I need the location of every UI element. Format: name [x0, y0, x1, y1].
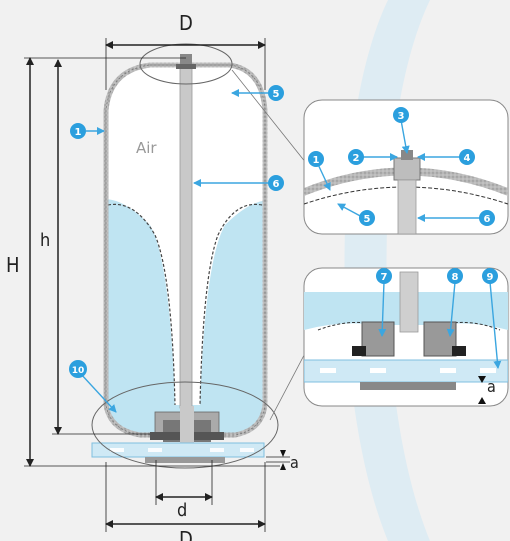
membrane-line — [107, 203, 263, 406]
callout-10-main: 10 — [69, 360, 87, 378]
svg-text:6: 6 — [273, 179, 280, 190]
callout-badges: 1 5 6 10 1 2 3 4 — [69, 85, 498, 378]
callout-1-detail: 1 — [308, 151, 324, 167]
svg-text:10: 10 — [72, 366, 85, 376]
central-rod — [179, 67, 193, 409]
gap-a-label: a — [290, 453, 299, 472]
gap-a-detail-label: a — [487, 377, 496, 396]
callout-2: 2 — [348, 149, 364, 165]
height-total-label: H — [6, 253, 20, 277]
air-label: Air — [136, 139, 157, 157]
svg-text:6: 6 — [484, 214, 491, 225]
diameter-top-label: D — [179, 11, 193, 35]
height-inner-label: h — [40, 230, 50, 251]
svg-text:9: 9 — [487, 272, 494, 283]
svg-text:1: 1 — [313, 155, 320, 166]
callout-5-detail: 5 — [359, 210, 375, 226]
callout-6-main: 6 — [268, 175, 284, 191]
callout-3: 3 — [393, 107, 409, 123]
svg-text:3: 3 — [398, 111, 405, 122]
bottom-detail-marker — [91, 381, 279, 469]
callout-6-detail: 6 — [479, 210, 495, 226]
dimensions: D H h d D a — [6, 11, 299, 541]
callout-1-main: 1 — [70, 123, 86, 139]
water-region — [106, 199, 265, 435]
svg-text:5: 5 — [364, 214, 371, 225]
tank: Air — [91, 43, 279, 469]
svg-text:8: 8 — [452, 272, 459, 283]
diameter-bottom-label: D — [179, 527, 193, 541]
connection-d-label: d — [177, 500, 187, 521]
svg-text:2: 2 — [353, 153, 360, 164]
bottom-flange — [150, 406, 224, 446]
callout-9: 9 — [482, 268, 498, 284]
detail-top — [303, 99, 509, 235]
svg-text:1: 1 — [75, 127, 82, 138]
callout-5-main: 5 — [268, 85, 284, 101]
detail-bottom: a — [303, 267, 509, 407]
callout-4: 4 — [459, 149, 475, 165]
callout-7: 7 — [376, 268, 392, 284]
svg-text:7: 7 — [381, 272, 388, 283]
callout-8: 8 — [447, 268, 463, 284]
svg-text:4: 4 — [464, 153, 471, 164]
svg-text:5: 5 — [273, 89, 280, 100]
